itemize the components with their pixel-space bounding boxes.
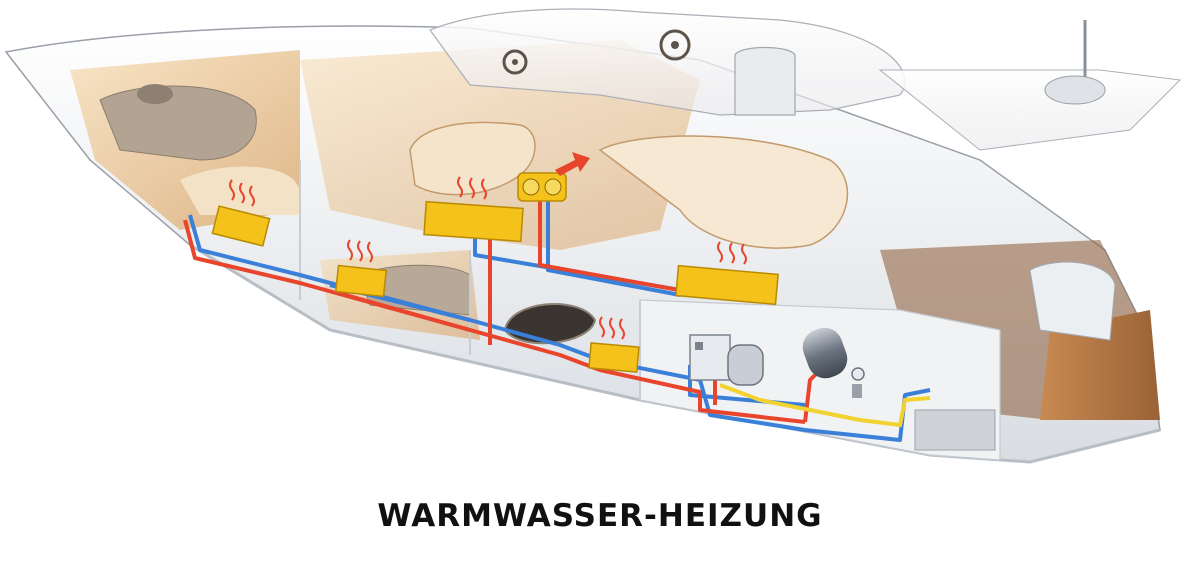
fuel-line (719, 383, 931, 428)
helm-wheel-icon (502, 49, 528, 75)
fan-heater-icon (517, 152, 590, 202)
steering-wheel-icon (659, 29, 691, 61)
heat-waves-icon (229, 179, 255, 207)
salon-sofa-icon (409, 121, 536, 196)
radiator-icon (675, 241, 779, 306)
sink-icon (503, 303, 597, 345)
radiator-icon (211, 179, 271, 247)
radiator-icon (588, 316, 640, 373)
pillow (137, 84, 173, 104)
heat-waves-icon (717, 241, 747, 265)
water-tank-icon (802, 327, 848, 379)
diagram-caption: WARMWASSER-HEIZUNG (377, 498, 823, 534)
boiler-heater-icon (689, 334, 764, 386)
pump-icon (851, 367, 865, 398)
heat-waves-icon (347, 239, 373, 263)
yacht-cutaway-illustration (4, 8, 1182, 464)
heat-waves-icon (599, 316, 625, 340)
radiator-icon (423, 176, 524, 243)
radiator-icon (334, 239, 388, 298)
forward-cabin (70, 50, 300, 230)
heat-waves-icon (457, 176, 487, 200)
fly-bridge (429, 8, 1182, 151)
